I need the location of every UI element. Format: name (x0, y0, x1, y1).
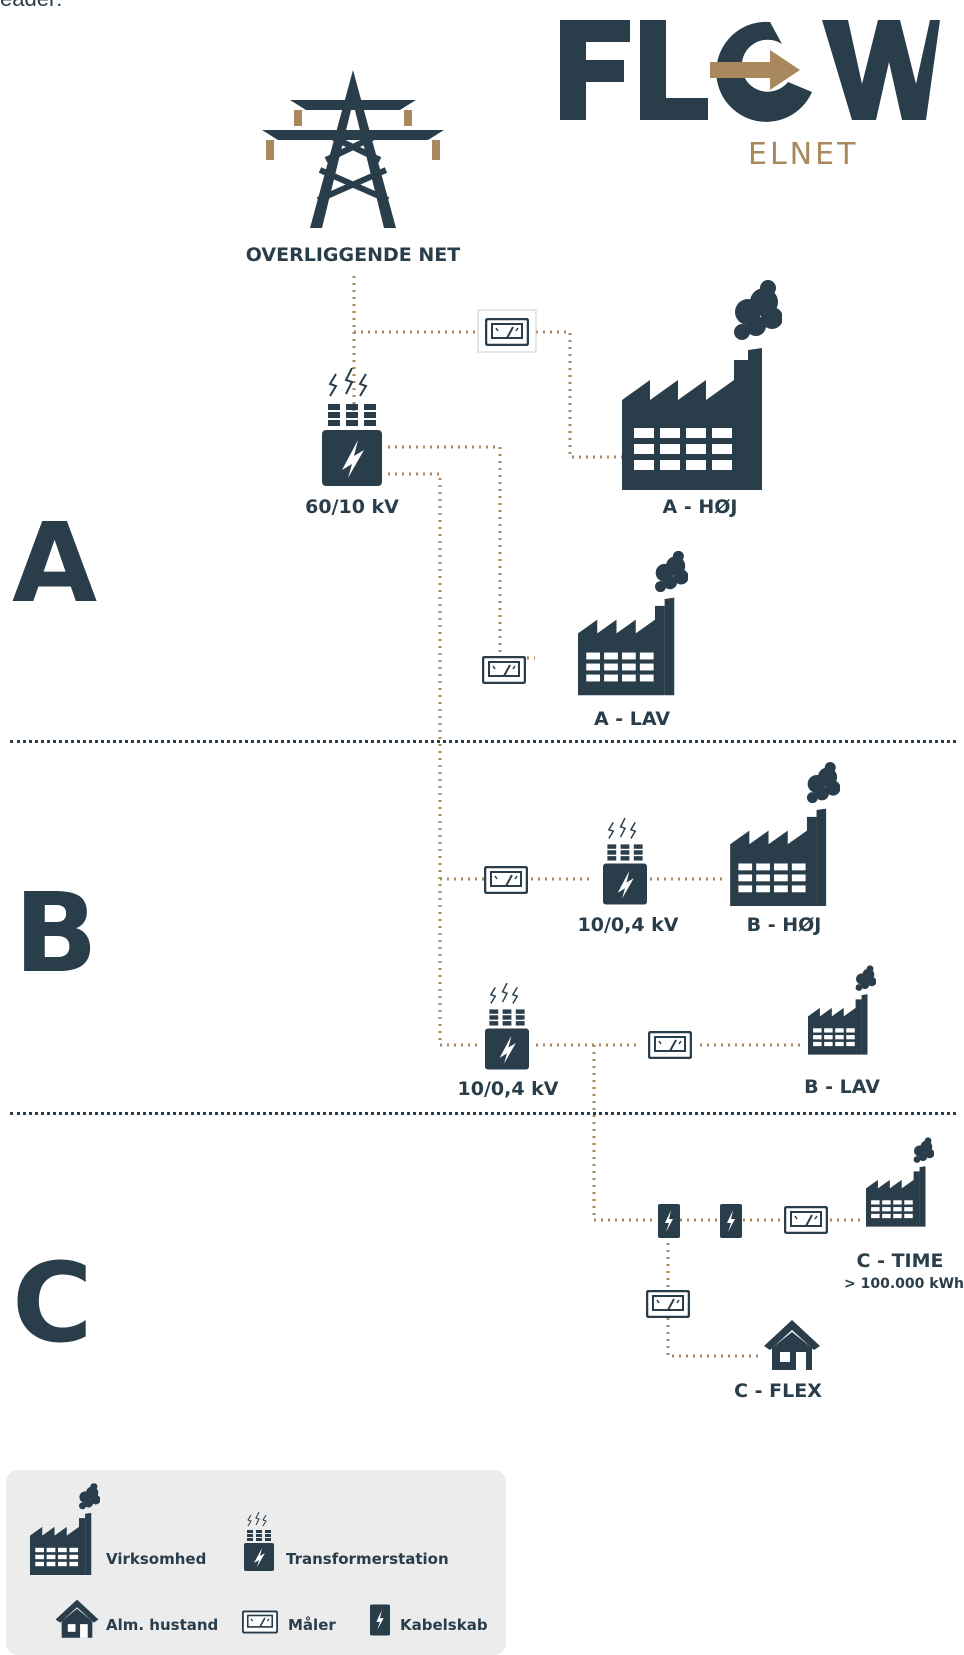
transformer-icon (485, 983, 529, 1071)
meter-icon (784, 1206, 828, 1234)
legend-transformerstation: Transformerstation (286, 1550, 449, 1568)
legend-maaler: Måler (288, 1616, 336, 1634)
label-transformer-b-lav: 10/0,4 kV (457, 1078, 559, 1100)
meter-icon (242, 1610, 278, 1634)
factory-icon (578, 550, 688, 696)
zone-c-letter: C (12, 1239, 93, 1367)
factory-icon (808, 965, 876, 1055)
flow-elnet-logo: ELNET (560, 20, 940, 172)
meter-icon (484, 866, 528, 894)
label-a-hoj: A - HØJ (662, 496, 738, 518)
transformer-icon (322, 368, 382, 487)
meter-icon (648, 1031, 692, 1059)
house-icon (55, 1599, 99, 1638)
transformer-icon (244, 1512, 274, 1572)
factory-icon (30, 1483, 100, 1575)
label-a-lav: A - LAV (593, 708, 671, 730)
cable-cabinet-icon (370, 1604, 390, 1636)
factory-icon (622, 280, 782, 490)
meter-icon (646, 1290, 690, 1318)
label-transformer-60-10: 60/10 kV (305, 496, 399, 518)
legend-kabelskab: Kabelskab (400, 1616, 488, 1634)
label-c-time-note: > 100.000 kWh (844, 1276, 964, 1292)
pylon-icon (262, 70, 444, 228)
zone-a-letter: A (12, 499, 98, 627)
legend-alm-hustand: Alm. hustand (106, 1616, 219, 1634)
label-b-lav: B - LAV (804, 1076, 880, 1098)
label-b-hoj: B - HØJ (746, 914, 822, 936)
wire-network (352, 276, 860, 1358)
zone-divider-bc (10, 1112, 956, 1115)
factory-icon (866, 1137, 934, 1227)
label-overliggende-net: OVERLIGGENDE NET (245, 244, 461, 266)
label-c-flex: C - FLEX (734, 1380, 822, 1402)
transformer-icon (603, 818, 647, 906)
legend-panel: Virksomhed Transformerstation Alm. husta… (6, 1470, 506, 1655)
house-icon (764, 1320, 820, 1370)
meter-icon (482, 656, 526, 684)
zone-b-letter: B (14, 869, 98, 997)
zone-divider-ab (10, 740, 956, 743)
factory-icon (730, 762, 840, 906)
label-transformer-b-hoj: 10/0,4 kV (577, 914, 679, 936)
header-cutoff-text: eader: (0, 0, 62, 12)
label-c-time: C - TIME (856, 1250, 944, 1272)
logo-subtitle: ELNET (748, 137, 858, 172)
cable-cabinet-icon (658, 1204, 680, 1238)
legend-virksomhed: Virksomhed (106, 1550, 207, 1568)
cable-cabinet-icon (720, 1204, 742, 1238)
meter-icon (485, 318, 529, 346)
